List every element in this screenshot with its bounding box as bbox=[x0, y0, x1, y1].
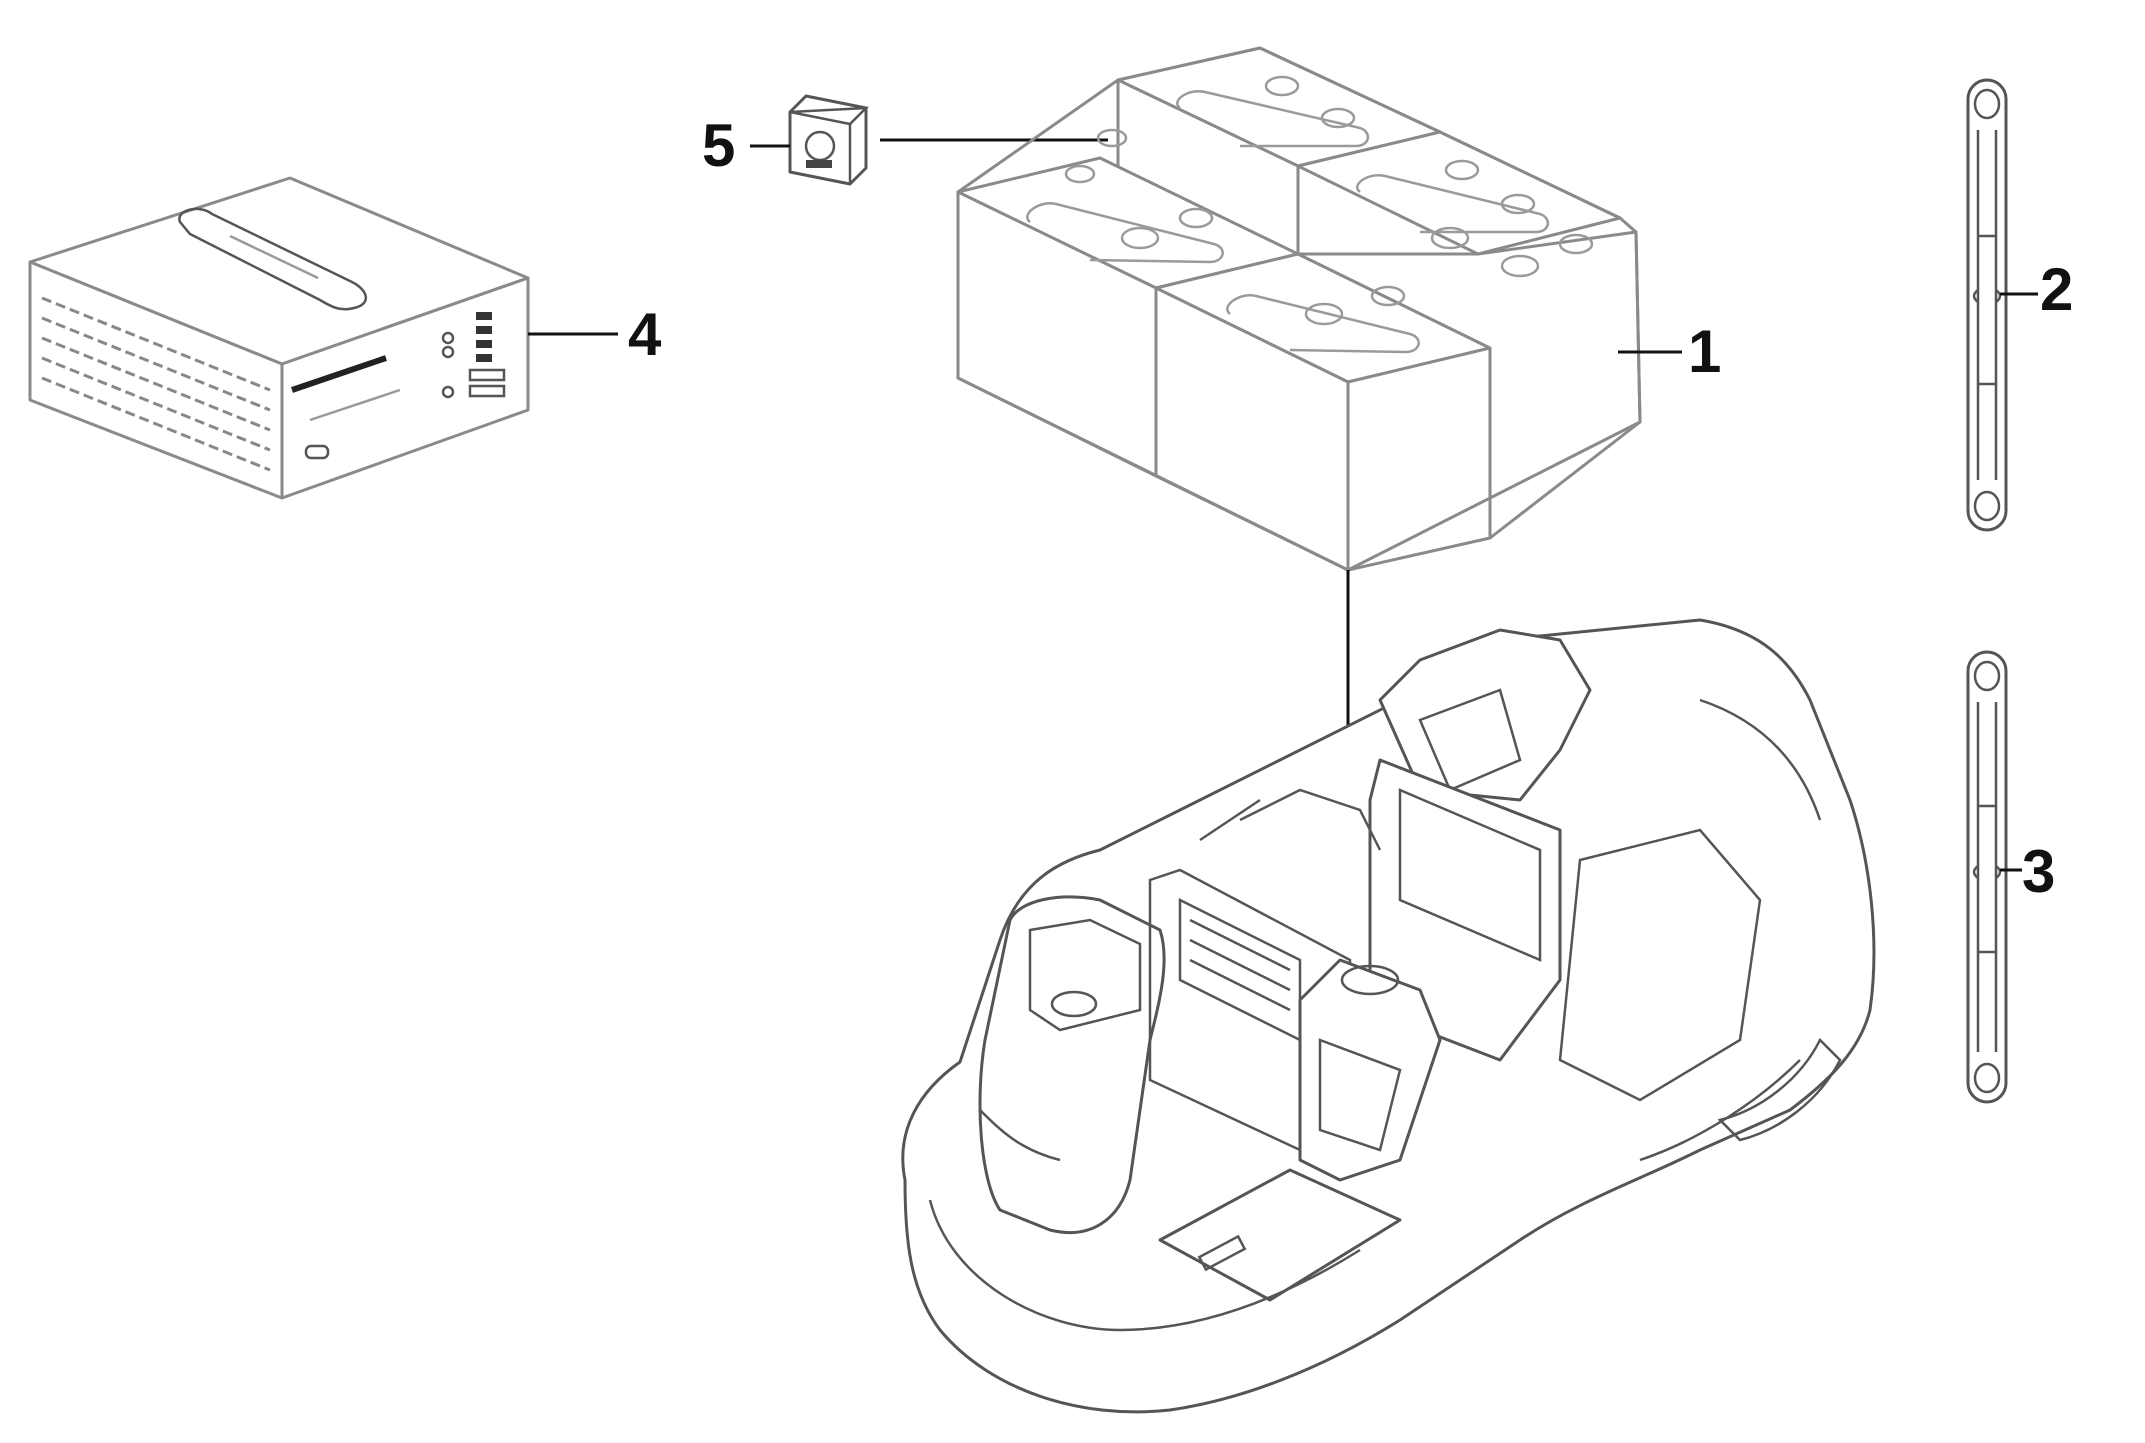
battery-block bbox=[1154, 226, 1642, 572]
connector-cable-3: 3 bbox=[1966, 650, 2055, 1104]
connector-cable-2: 2 bbox=[1966, 78, 2073, 532]
callout-4: 4 bbox=[628, 301, 662, 368]
callout-1: 1 bbox=[1688, 318, 1721, 385]
battery-charger: 4 bbox=[28, 176, 662, 500]
battery-pack: 1 bbox=[956, 46, 1721, 918]
callout-2: 2 bbox=[2040, 256, 2073, 323]
charger-indicator-leds bbox=[441, 312, 506, 399]
callout-3: 3 bbox=[2022, 838, 2055, 905]
machine-chassis bbox=[901, 618, 1876, 1414]
battery-plug: 5 bbox=[702, 94, 1108, 186]
callout-5: 5 bbox=[702, 112, 735, 179]
